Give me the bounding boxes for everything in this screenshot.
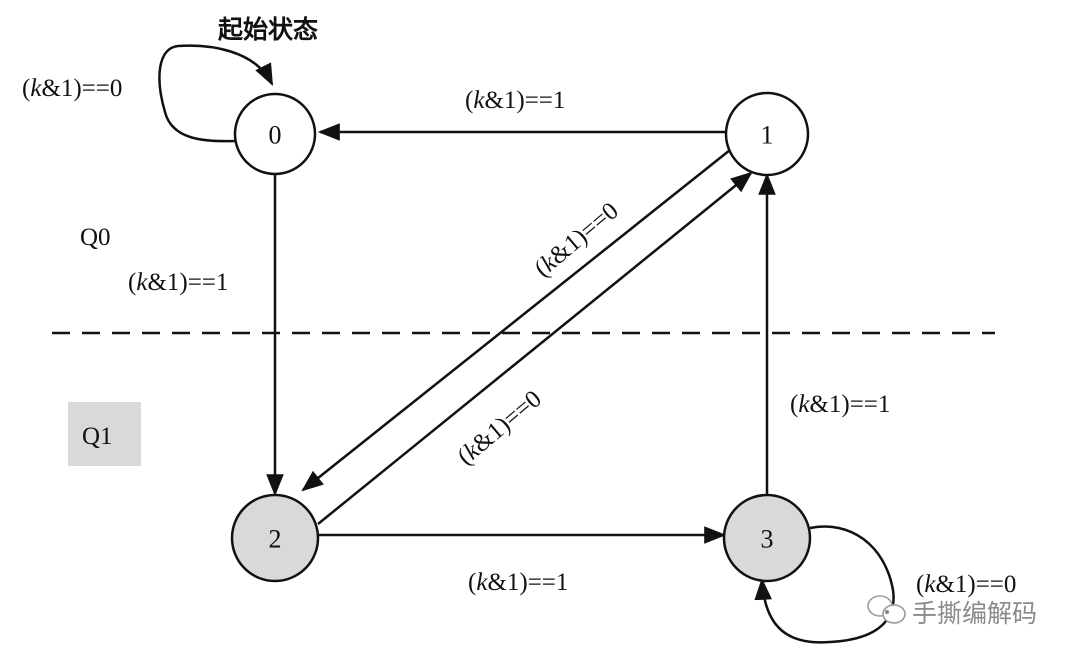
edge-1-to-2 xyxy=(301,149,731,492)
edge-3-to-3 xyxy=(754,525,895,644)
label-2-to-3: (k&1)==1 xyxy=(468,569,568,596)
edge-0-to-0 xyxy=(158,44,274,143)
wechat-icon xyxy=(867,595,906,624)
q1-badge xyxy=(68,402,141,466)
state-3[interactable]: 3 xyxy=(722,493,812,583)
state-0[interactable]: 0 xyxy=(233,92,317,176)
watermark-text: 手撕编解码 xyxy=(912,599,1037,628)
label-2-to-1: (k&1)==0 xyxy=(530,197,624,282)
state-2-label: 2 xyxy=(269,525,282,554)
state-2[interactable]: 2 xyxy=(230,493,320,583)
label-3-to-1: (k&1)==1 xyxy=(790,391,890,418)
initial-state-title: 起始状态 xyxy=(218,15,318,44)
state-0-label: 0 xyxy=(269,121,282,150)
label-1-to-0: (k&1)==1 xyxy=(465,87,565,114)
state-1[interactable]: 1 xyxy=(724,91,810,177)
q0-label: Q0 xyxy=(80,224,111,251)
label-0-to-0: (k&1)==0 xyxy=(22,75,122,102)
label-3-to-3: (k&1)==0 xyxy=(916,571,1016,598)
state-1-label: 1 xyxy=(761,121,774,150)
label-0-to-2: (k&1)==1 xyxy=(128,269,228,296)
edge-2-to-1 xyxy=(317,171,753,525)
watermark: 手撕编解码 xyxy=(867,595,1037,628)
label-1-to-2: (k&1)==0 xyxy=(453,385,547,470)
state-3-label: 3 xyxy=(761,525,774,554)
q1-label: Q1 xyxy=(82,423,113,450)
